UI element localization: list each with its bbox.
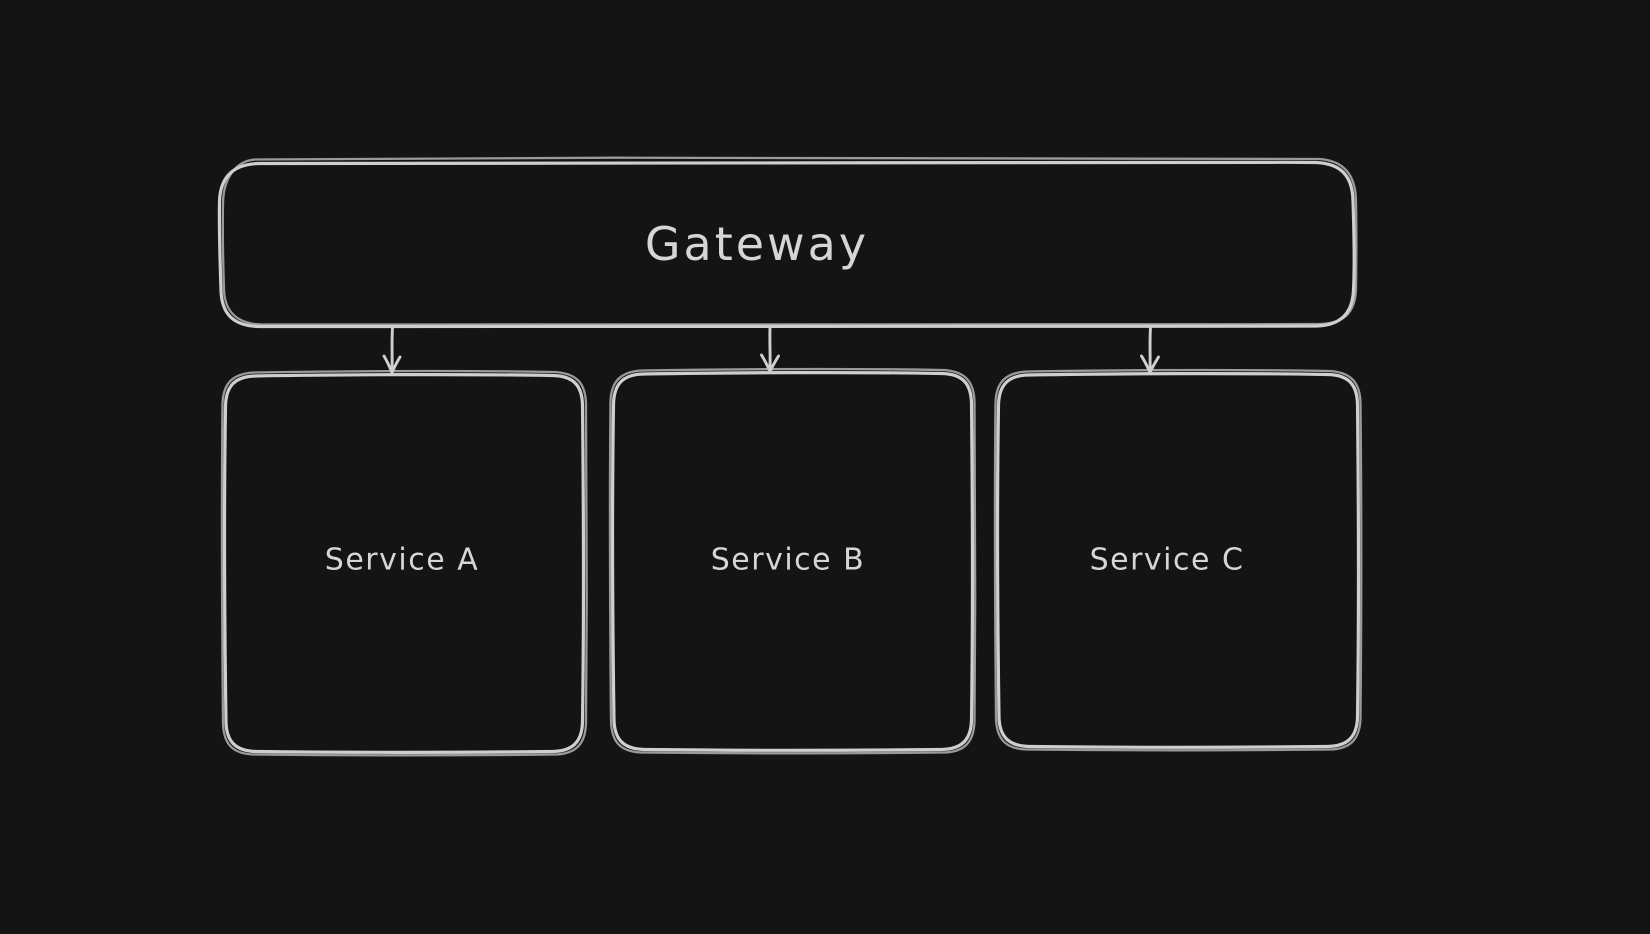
service-a-label: Service A [324,542,480,578]
arrow-gateway-to-service-c [1140,326,1160,374]
service-b-label: Service B [710,542,866,578]
service-a-box [220,369,588,757]
arrow-gateway-to-service-a [382,326,402,374]
gateway-box [217,156,1358,329]
service-c-label: Service C [1089,542,1245,578]
service-b-box [608,367,977,755]
gateway-label: Gateway [644,217,870,271]
service-c-box [993,368,1363,752]
arrow-gateway-to-service-b [760,326,780,373]
